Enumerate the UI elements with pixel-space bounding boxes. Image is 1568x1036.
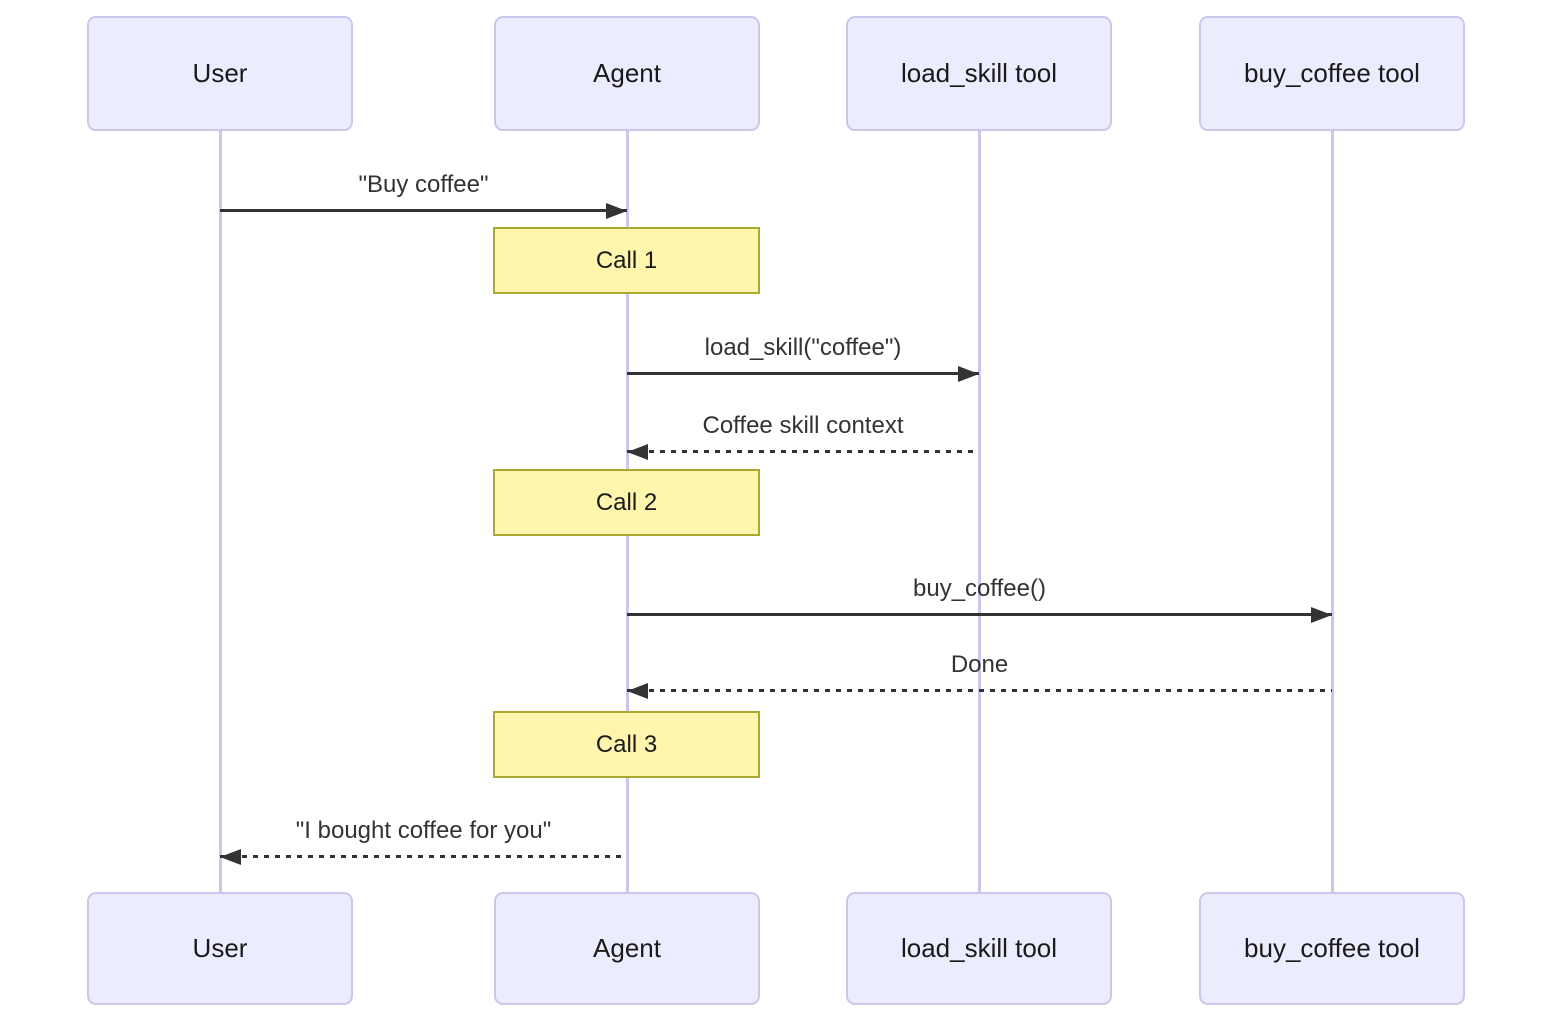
note-label: Call 3 [595,730,658,758]
lifeline-buy-coffee-tool [1331,131,1334,892]
note-label: Call 1 [595,246,658,274]
message-buy-coffee-tool-to-agent-line [627,689,1332,692]
message-user-to-agent-arrowhead [606,203,627,219]
message-load-skill-tool-to-agent-line [627,450,979,453]
participant-buy-coffee-tool-bottom-box: buy_coffee tool [1199,892,1465,1005]
lifeline-user [219,131,222,892]
participant-agent-top-box: Agent [494,16,760,131]
note-label: Call 2 [595,488,658,516]
participant-label: load_skill tool [900,933,1058,963]
message-agent-to-buy-coffee-tool-label: buy_coffee() [913,575,1046,602]
note-call-2-over-agent: Call 2 [493,469,760,536]
message-agent-to-load-skill-tool-label: load_skill("coffee") [704,334,902,361]
message-agent-to-buy-coffee-tool-line [627,613,1332,616]
participant-load-skill-tool-top-box: load_skill tool [846,16,1112,131]
participant-label: Agent [593,933,661,963]
message-agent-to-user-line [220,855,627,858]
lifeline-load-skill-tool [978,131,981,892]
participant-user-top-box: User [87,16,353,131]
message-agent-to-user-label: "I bought coffee for you" [295,817,552,844]
participant-label: buy_coffee tool [1244,58,1420,88]
message-load-skill-tool-to-agent-arrowhead [627,444,648,460]
participant-label: load_skill tool [900,58,1058,88]
participant-load-skill-tool-bottom-box: load_skill tool [846,892,1112,1005]
note-call-3-over-agent: Call 3 [493,711,760,778]
message-load-skill-tool-to-agent-label: Coffee skill context [702,412,904,439]
message-agent-to-load-skill-tool-line [627,372,979,375]
message-buy-coffee-tool-to-agent-arrowhead [627,683,648,699]
participant-buy-coffee-tool-top-box: buy_coffee tool [1199,16,1465,131]
participant-label: User [192,58,248,88]
participant-label: buy_coffee tool [1244,933,1420,963]
message-agent-to-buy-coffee-tool-arrowhead [1311,607,1332,623]
message-buy-coffee-tool-to-agent-label: Done [950,651,1009,678]
message-user-to-agent-label: "Buy coffee" [358,171,489,198]
participant-label: User [192,933,248,963]
participant-label: Agent [593,58,661,88]
note-call-1-over-agent: Call 1 [493,227,760,294]
message-agent-to-user-arrowhead [220,849,241,865]
participant-agent-bottom-box: Agent [494,892,760,1005]
message-user-to-agent-line [220,209,627,212]
participant-user-bottom-box: User [87,892,353,1005]
message-agent-to-load-skill-tool-arrowhead [958,366,979,382]
